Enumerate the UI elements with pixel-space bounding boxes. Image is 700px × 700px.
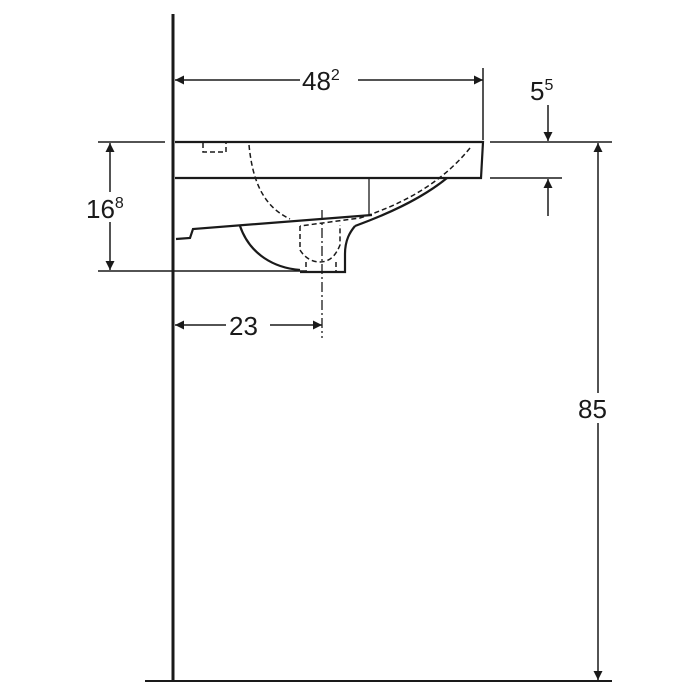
hidden-lines: [202, 143, 471, 272]
dim-rim-label: 55: [530, 76, 553, 106]
dim-width-label: 482: [302, 66, 340, 96]
dim-height-label: 85: [578, 394, 607, 424]
basin-outline: [175, 140, 485, 274]
dim-drain-label: 23: [229, 311, 258, 341]
dim-basin-height-label: 168: [86, 194, 124, 224]
